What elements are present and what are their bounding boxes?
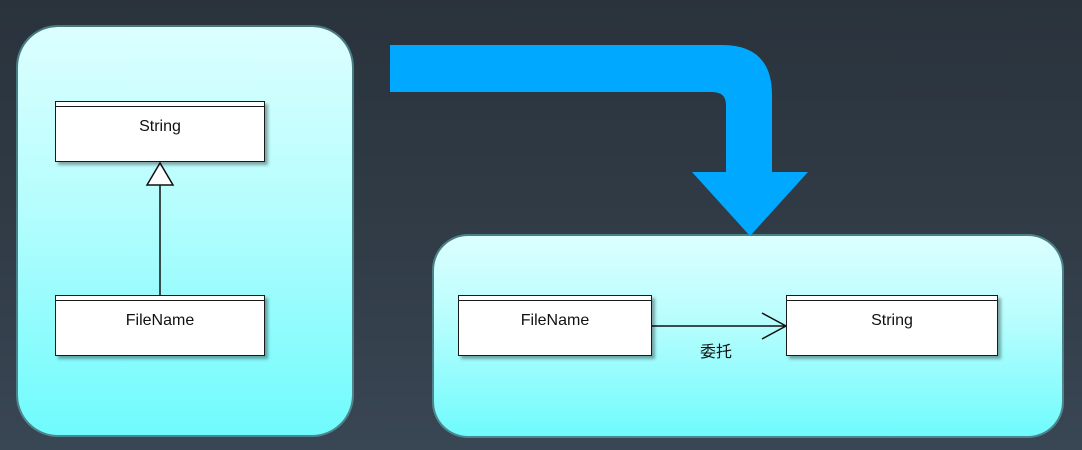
delegation-label: 委托 bbox=[700, 342, 733, 361]
class-filename-subclass: FileName bbox=[55, 295, 265, 356]
transform-arrow-icon bbox=[390, 45, 808, 236]
class-string-delegate: String bbox=[786, 295, 998, 356]
class-name: String bbox=[139, 118, 181, 135]
class-header-rule bbox=[56, 300, 264, 301]
class-header-rule bbox=[459, 300, 651, 301]
inheritance-triangle-icon bbox=[145, 161, 175, 186]
class-header-rule bbox=[787, 300, 997, 301]
inheritance-panel bbox=[18, 27, 352, 435]
class-filename-delegator: FileName bbox=[458, 295, 652, 356]
class-name: FileName bbox=[520, 312, 590, 329]
class-string-superclass: String bbox=[55, 101, 265, 162]
class-name: FileName bbox=[125, 312, 195, 329]
class-header-rule bbox=[56, 106, 264, 107]
class-name: String bbox=[871, 312, 913, 329]
